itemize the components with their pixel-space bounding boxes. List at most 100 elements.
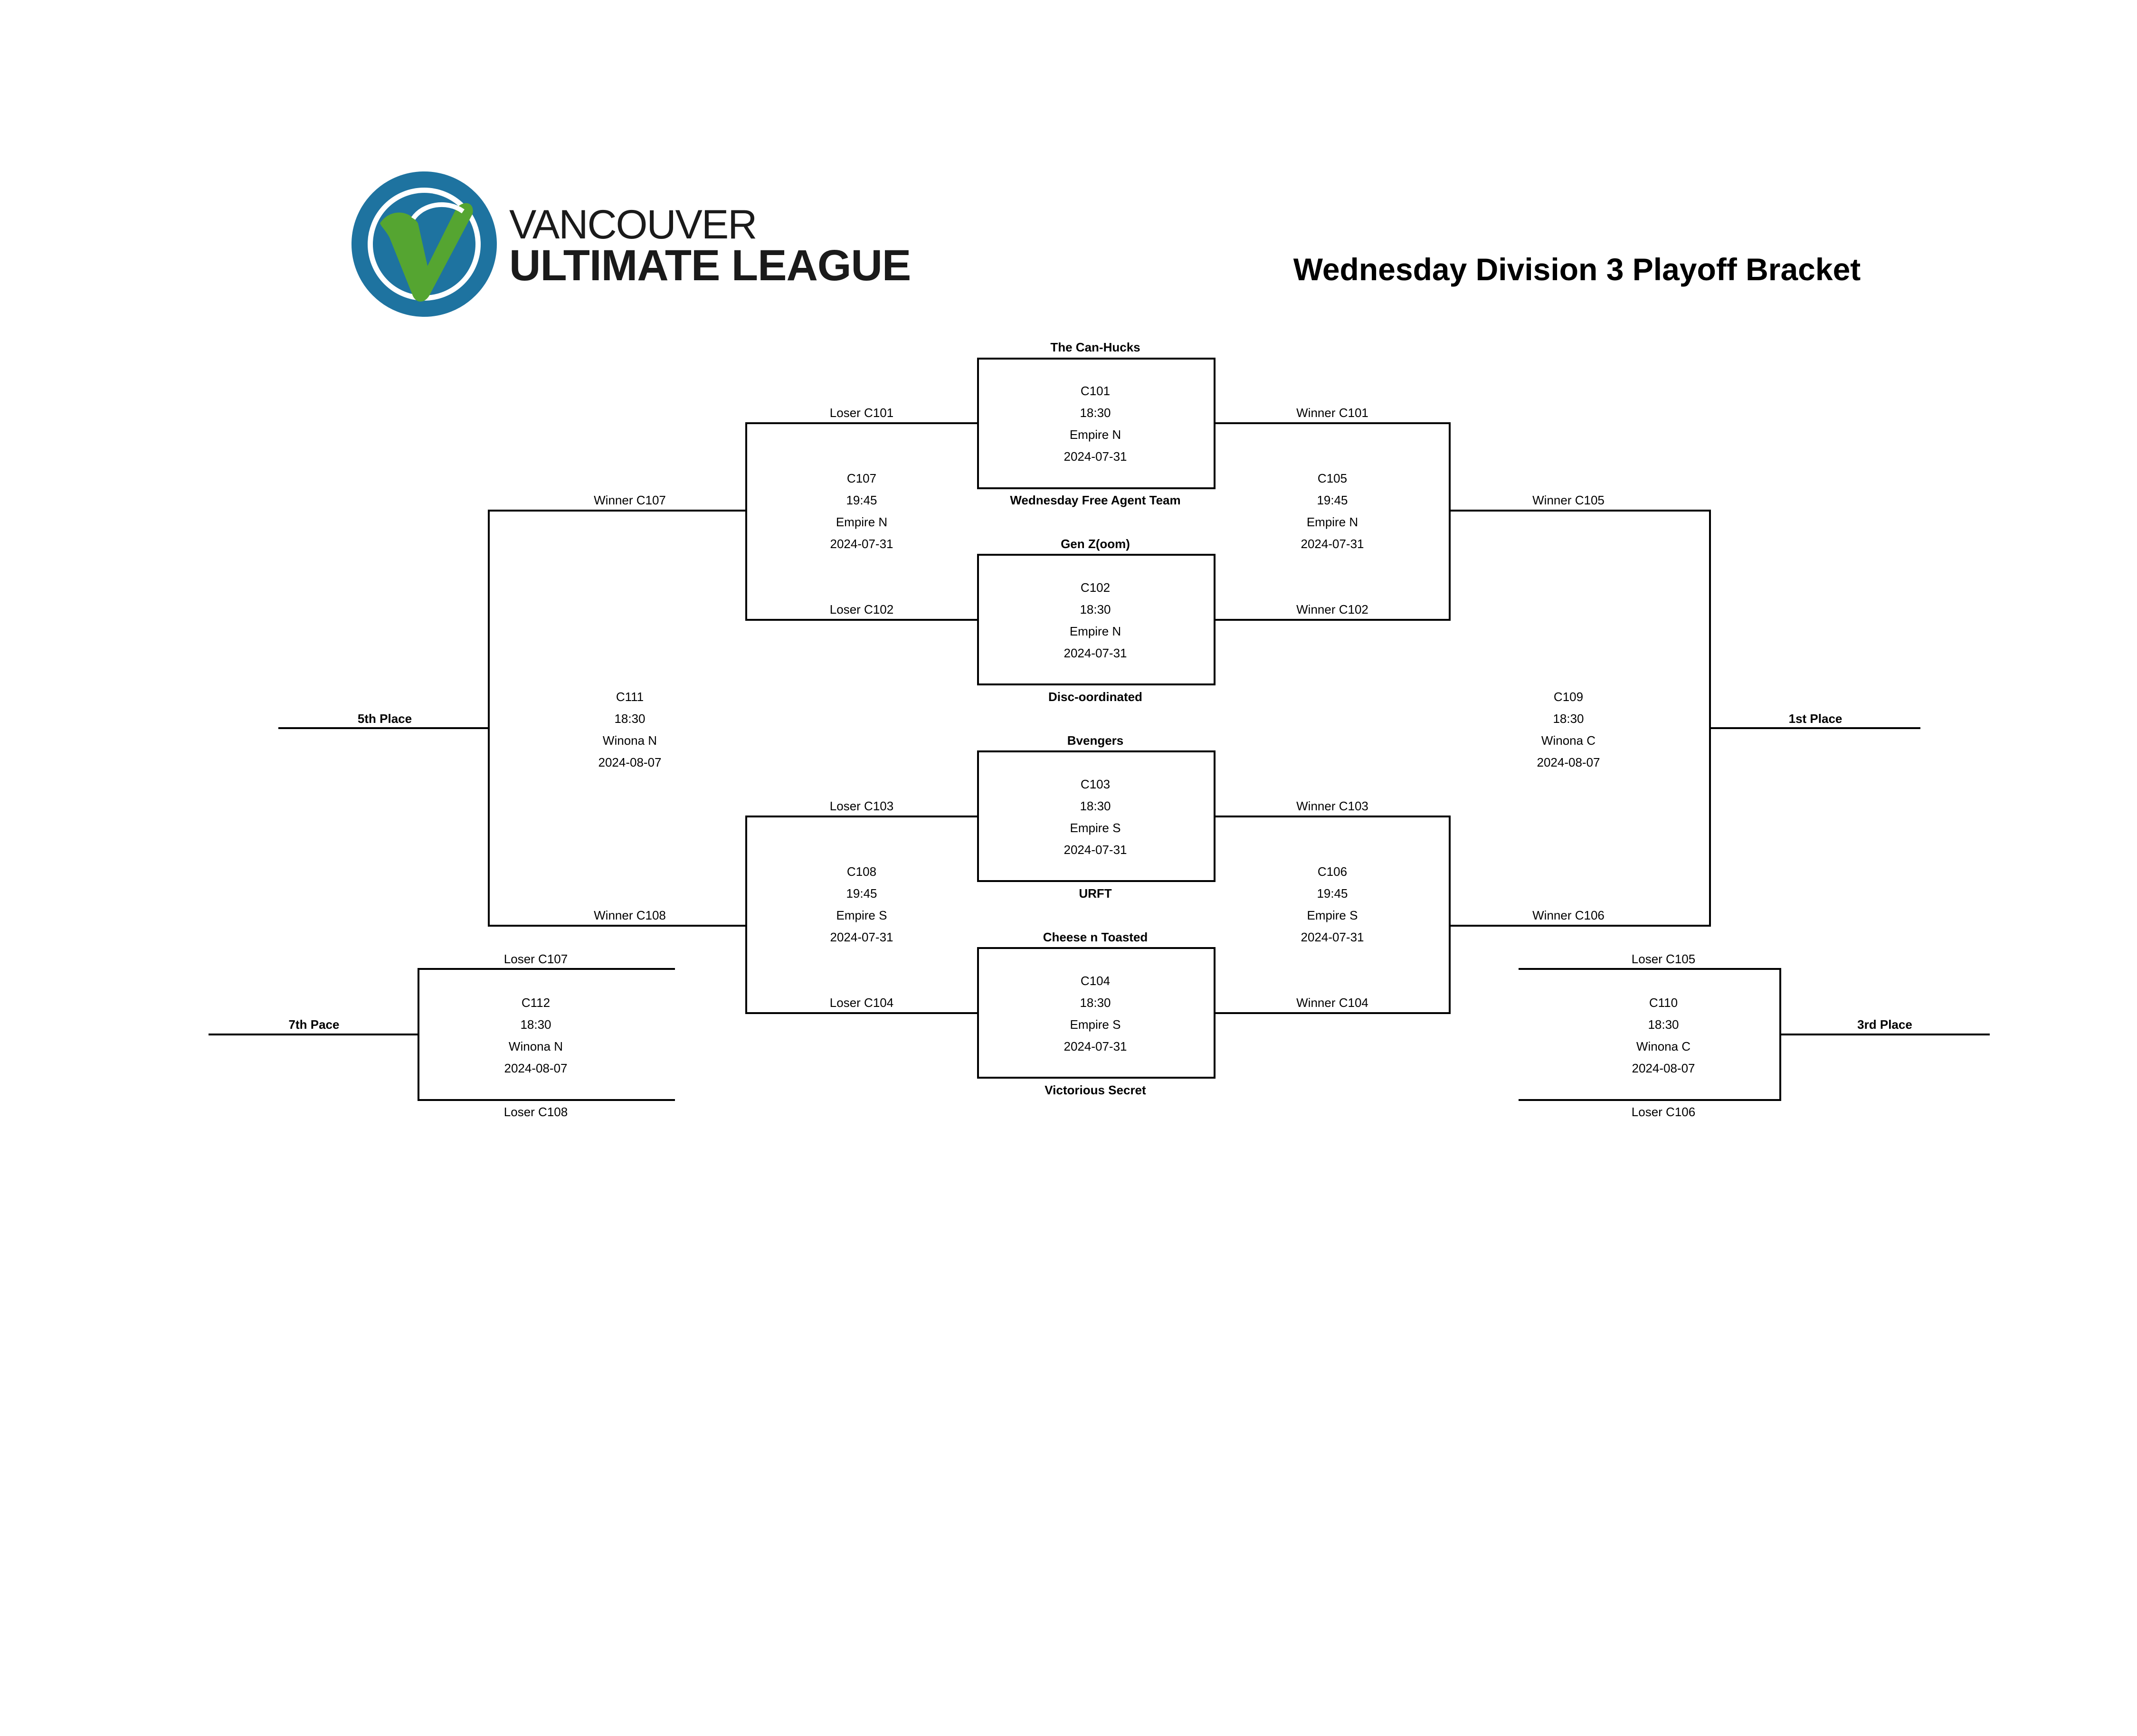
page-title: Wednesday Division 3 Playoff Bracket <box>1293 252 1861 287</box>
game-box-c104 <box>977 947 1216 1079</box>
game-date: 2024-07-31 <box>1064 646 1127 660</box>
slot-label: Winner C104 <box>1296 996 1368 1010</box>
place-labels: 5th Place 1st Place 7th Pace 3rd Place <box>289 711 1912 1032</box>
game-date: 2024-07-31 <box>1064 843 1127 857</box>
game-id: C103 <box>1081 777 1110 791</box>
slot-label: Winner C105 <box>1532 493 1605 507</box>
team-label: Disc-oordinated <box>1048 690 1142 704</box>
slot-label: Winner C106 <box>1532 908 1605 922</box>
game-info-c103: C103 18:30 Empire S 2024-07-31 <box>1064 777 1127 857</box>
game-time: 18:30 <box>520 1017 551 1032</box>
game-info-c108: C108 19:45 Empire S 2024-07-31 <box>830 864 893 944</box>
game-date: 2024-07-31 <box>830 537 893 551</box>
game-time: 18:30 <box>614 711 645 726</box>
place-label-fifth: 5th Place <box>358 711 412 726</box>
game-id: C112 <box>522 996 550 1010</box>
game-field: Empire S <box>1307 908 1358 922</box>
game-field: Winona N <box>509 1039 563 1053</box>
bracket-lines <box>209 358 1990 1101</box>
game-info-c109: C109 18:30 Winona C 2024-08-07 <box>1537 690 1600 769</box>
game-box-c103 <box>977 750 1216 882</box>
bracket-c109 <box>1450 510 1711 927</box>
game-time: 18:30 <box>1648 1017 1679 1032</box>
slot-label: Loser C108 <box>504 1105 568 1119</box>
game-info-c106: C106 19:45 Empire S 2024-07-31 <box>1301 864 1364 944</box>
slot-label: Loser C106 <box>1632 1105 1695 1119</box>
game-id: C111 <box>616 690 644 704</box>
game-field: Empire N <box>1070 624 1121 638</box>
bracket-c107 <box>745 422 978 621</box>
game-time: 18:30 <box>1080 602 1111 617</box>
bracket-c108 <box>745 816 978 1014</box>
game-box-c101 <box>977 358 1216 489</box>
bracket-c110 <box>1519 968 1781 1101</box>
game-time: 19:45 <box>1317 493 1348 507</box>
game-info-c107: C107 19:45 Empire N 2024-07-31 <box>830 471 893 551</box>
slot-labels: Loser C101 Loser C102 Loser C103 Loser C… <box>504 406 1695 1119</box>
slot-label: Loser C107 <box>504 952 568 966</box>
game-id: C101 <box>1081 384 1110 398</box>
slot-label: Winner C107 <box>594 493 666 507</box>
game-id: C105 <box>1318 471 1347 485</box>
team-label: The Can-Hucks <box>1050 340 1140 354</box>
slot-label: Winner C108 <box>594 908 666 922</box>
game-info-c111: C111 18:30 Winona N 2024-08-07 <box>598 690 662 769</box>
game-date: 2024-08-07 <box>1537 755 1600 769</box>
game-field: Empire S <box>1070 821 1121 835</box>
game-date: 2024-07-31 <box>830 930 893 944</box>
league-logo: VANCOUVER ULTIMATE LEAGUE <box>351 171 911 317</box>
game-id: C109 <box>1554 690 1583 704</box>
bracket-c112 <box>418 968 675 1101</box>
game-field: Empire N <box>1070 427 1121 442</box>
team-label: Gen Z(oom) <box>1061 537 1130 551</box>
logo-line1: VANCOUVER <box>509 202 756 247</box>
game-field: Empire N <box>836 515 887 529</box>
game-date: 2024-08-07 <box>1632 1061 1695 1075</box>
team-label: Cheese n Toasted <box>1043 930 1148 944</box>
game-field: Winona C <box>1636 1039 1691 1053</box>
slot-label: Loser C104 <box>830 996 893 1010</box>
place-label-seventh: 7th Pace <box>289 1017 340 1032</box>
bracket-c111 <box>488 510 746 927</box>
game-field: Winona N <box>603 733 657 748</box>
slot-label: Loser C103 <box>830 799 893 813</box>
slot-label: Winner C101 <box>1296 406 1368 420</box>
game-date: 2024-08-07 <box>504 1061 568 1075</box>
game-info-c101: C101 18:30 Empire N 2024-07-31 <box>1064 384 1127 464</box>
team-label: Bvengers <box>1067 733 1124 748</box>
game-time: 19:45 <box>1317 886 1348 901</box>
game-id: C104 <box>1081 974 1110 988</box>
game-date: 2024-07-31 <box>1064 1039 1127 1053</box>
game-id: C102 <box>1081 580 1110 595</box>
slot-label: Winner C103 <box>1296 799 1368 813</box>
place-label-first: 1st Place <box>1789 711 1843 726</box>
game-info-c105: C105 19:45 Empire N 2024-07-31 <box>1301 471 1364 551</box>
team-labels: The Can-Hucks Wednesday Free Agent Team … <box>1010 340 1180 1097</box>
game-info-c104: C104 18:30 Empire S 2024-07-31 <box>1064 974 1127 1053</box>
game-info-c112: C112 18:30 Winona N 2024-08-07 <box>504 996 568 1075</box>
slot-label: Loser C102 <box>830 602 893 617</box>
slot-label: Loser C101 <box>830 406 893 420</box>
vul-v-logo-icon <box>351 171 497 317</box>
team-label: Victorious Secret <box>1045 1083 1146 1097</box>
game-field: Empire S <box>836 908 887 922</box>
place-label-third: 3rd Place <box>1857 1017 1912 1032</box>
bracket-c105 <box>1215 422 1451 621</box>
game-field: Winona C <box>1541 733 1596 748</box>
bracket-c106 <box>1215 816 1451 1014</box>
game-box-c102 <box>977 554 1216 685</box>
game-field: Empire N <box>1307 515 1358 529</box>
game-time: 19:45 <box>846 493 877 507</box>
game-time: 19:45 <box>846 886 877 901</box>
game-date: 2024-07-31 <box>1301 930 1364 944</box>
logo-line2: ULTIMATE LEAGUE <box>509 241 911 290</box>
slot-label: Winner C102 <box>1296 602 1368 617</box>
game-id: C106 <box>1318 864 1347 879</box>
game-id: C107 <box>847 471 876 485</box>
team-label: Wednesday Free Agent Team <box>1010 493 1180 507</box>
team-label: URFT <box>1079 886 1111 901</box>
game-time: 18:30 <box>1553 711 1584 726</box>
game-time: 18:30 <box>1080 406 1111 420</box>
